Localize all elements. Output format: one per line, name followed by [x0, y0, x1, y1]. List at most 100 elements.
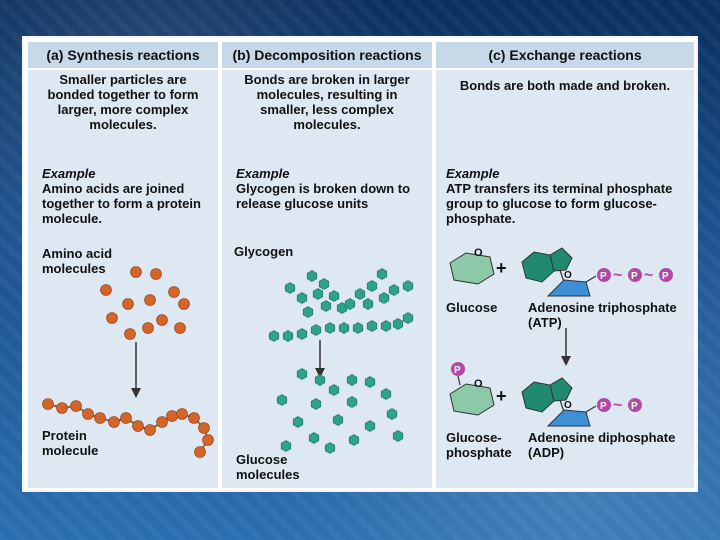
glucose-ring-icon [449, 383, 495, 416]
phosphate-icon [597, 268, 611, 282]
plus-sign: + [496, 386, 507, 406]
glucose-unit-icon [314, 374, 326, 386]
glucose-unit-icon [310, 398, 322, 410]
glucose-unit-icon [302, 306, 314, 318]
adenine-five-ring-icon [549, 247, 573, 272]
synthesis-description: Smaller particles are bonded together to… [47, 72, 199, 132]
phosphate-bond [585, 275, 597, 283]
glucose-unit-icon [296, 328, 308, 340]
phosphate-icon [628, 268, 642, 282]
decomposition-panel: (b) Decomposition reactions Bonds are br… [222, 42, 432, 488]
glucose-unit-icon [282, 330, 294, 342]
glucose-unit-icon [366, 280, 378, 292]
glucose-unit-icon [380, 320, 392, 332]
glucose-label: Glucose [446, 300, 498, 315]
amino-acid-icon [82, 408, 94, 420]
exchange-illustration: O + O P ~ P ~ P P O + [449, 247, 673, 427]
plus-sign: + [496, 258, 507, 278]
amino-acid-icon [124, 328, 136, 340]
glucose-unit-icon [338, 322, 350, 334]
glucose-unit-icon [380, 388, 392, 400]
glucose-unit-icon [344, 298, 356, 310]
glucose-unit-icon [324, 322, 336, 334]
glucose-unit-icon [306, 270, 318, 282]
amino-acid-icon [194, 446, 206, 458]
glucose-ring-icon [449, 252, 495, 285]
glucose-unit-icon [364, 420, 376, 432]
glucose-unit-icon [378, 292, 390, 304]
amino-acid-icon [150, 268, 162, 280]
glucose-unit-icon [324, 442, 336, 454]
glucose-unit-icon [364, 376, 376, 388]
glucose-unit-icon [354, 288, 366, 300]
adp-label: Adenosine diphosphate (ADP) [528, 430, 676, 460]
amino-acid-icon [108, 416, 120, 428]
glucose-unit-icon [346, 374, 358, 386]
amino-acid-icon [144, 294, 156, 306]
protein-molecule [42, 398, 214, 458]
amino-acid-label: Amino acid molecules [42, 246, 113, 276]
phosphate-icon [628, 398, 642, 412]
phosphate-icon [659, 268, 673, 282]
glucose-unit-icon [386, 408, 398, 420]
high-energy-bond: ~ [644, 267, 653, 284]
glucose-unit-icon [402, 312, 414, 324]
glucose-unit-icon [346, 396, 358, 408]
amino-acid-icon [132, 420, 144, 432]
peptide-bonds [47, 403, 210, 453]
ribose-oxygen-label: O [564, 400, 572, 411]
ribose-ring-icon [546, 279, 591, 297]
reaction-types-figure: (a) Synthesis reactions Smaller particle… [22, 36, 698, 492]
amino-acid-icon [94, 412, 106, 424]
glucose-units [276, 368, 404, 454]
amino-acid-icon [106, 312, 118, 324]
amino-acid-icon [122, 298, 134, 310]
decomposition-description: Bonds are broken in larger molecules, re… [244, 72, 410, 132]
glucose-unit-icon [308, 432, 320, 444]
ribose-ring-icon [546, 409, 591, 427]
phosphate-icon [451, 362, 465, 376]
glucose-unit-icon [388, 284, 400, 296]
exchange-description: Bonds are both made and broken. [459, 78, 671, 93]
high-energy-bond: ~ [613, 397, 622, 414]
glucose-unit-icon [296, 292, 308, 304]
amino-acid-icon [156, 416, 168, 428]
phosphate-label: P [600, 271, 607, 282]
decomposition-illustration [268, 268, 414, 454]
phosphate-label: P [662, 271, 669, 282]
glucose-unit-icon [328, 290, 340, 302]
high-energy-bond: ~ [613, 267, 622, 284]
glucose-unit-icon [312, 288, 324, 300]
glucose-unit-icon [280, 440, 292, 452]
amino-acid-icon [202, 434, 214, 446]
ring-oxygen-label: O [474, 378, 483, 390]
phosphate-bond [585, 405, 597, 413]
phosphate-bond [457, 375, 461, 386]
exchange-header: (c) Exchange reactions [436, 42, 694, 70]
synthesis-illustration [42, 266, 214, 458]
synthesis-panel: (a) Synthesis reactions Smaller particle… [28, 42, 218, 488]
adenine-six-ring-icon [521, 251, 555, 283]
phosphate-label: P [631, 271, 638, 282]
amino-acid-icon [142, 322, 154, 334]
amino-acid-icon [176, 408, 188, 420]
glucose-unit-icon [310, 324, 322, 336]
glucose-phosphate-label: Glucose- phosphate [446, 430, 512, 460]
amino-acid-icon [70, 400, 82, 412]
synthesis-header: (a) Synthesis reactions [28, 42, 218, 70]
glucose-unit-icon [292, 416, 304, 428]
amino-acid-icon [188, 412, 200, 424]
glucose-unit-icon [362, 298, 374, 310]
amino-acid-molecules [100, 266, 190, 340]
amino-acid-icon [168, 286, 180, 298]
phosphate-label: P [454, 365, 461, 376]
phosphate-icon [597, 398, 611, 412]
glycogen-label: Glycogen [234, 244, 294, 259]
amino-acid-icon [100, 284, 112, 296]
glucose-unit-icon [376, 268, 388, 280]
protein-molecule-label: Protein molecule [42, 428, 99, 458]
glucose-unit-icon [328, 384, 340, 396]
amino-acid-icon [174, 322, 186, 334]
glucose-unit-icon [320, 300, 332, 312]
amino-acid-icon [56, 402, 68, 414]
